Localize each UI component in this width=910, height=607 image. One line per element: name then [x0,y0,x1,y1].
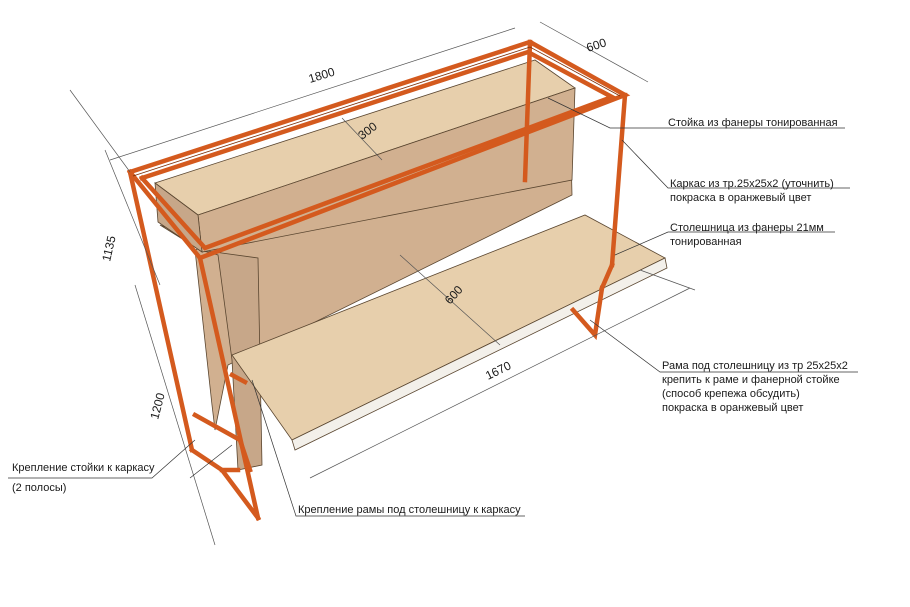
callout-subframe-line2: крепить к раме и фанерной стойке [662,374,840,386]
callout-stand-mount-line1: Крепление стойки к каркасу [12,462,155,474]
dim-height-lower: 1200 [147,391,168,421]
callout-subframe-line3: (способ крепежа обсудить) [662,388,800,400]
callout-tabletop-line1: Столешница из фанеры 21мм [670,222,824,234]
dim-length-total: 1800 [307,65,337,86]
dimension-lines [69,21,696,546]
callout-tabletop-line2: тонированная [670,236,742,248]
callout-frame-line1: Каркас из тр.25х25х2 (уточнить) [670,178,834,190]
tabletop [231,214,668,451]
callout-frame-line2: покраска в оранжевый цвет [670,192,811,204]
callout-plywood-stand: Стойка из фанеры тонированная [668,117,838,129]
callout-stand-mount-line2: (2 полосы) [12,482,66,494]
dim-tabletop-length: 1670 [483,358,513,382]
dim-height-total: 1135 [99,234,119,263]
steel-frame [126,39,631,522]
callout-leaders [8,97,858,517]
callout-subframe-mount: Крепление рамы под столешницу к каркасу [298,504,521,516]
callout-subframe-line4: покраска в оранжевый цвет [662,402,803,414]
dim-depth-total: 600 [585,35,609,55]
callout-subframe-line1: Рама под столешницу из тр 25х25х2 [662,360,848,372]
plywood-stand [154,59,576,471]
